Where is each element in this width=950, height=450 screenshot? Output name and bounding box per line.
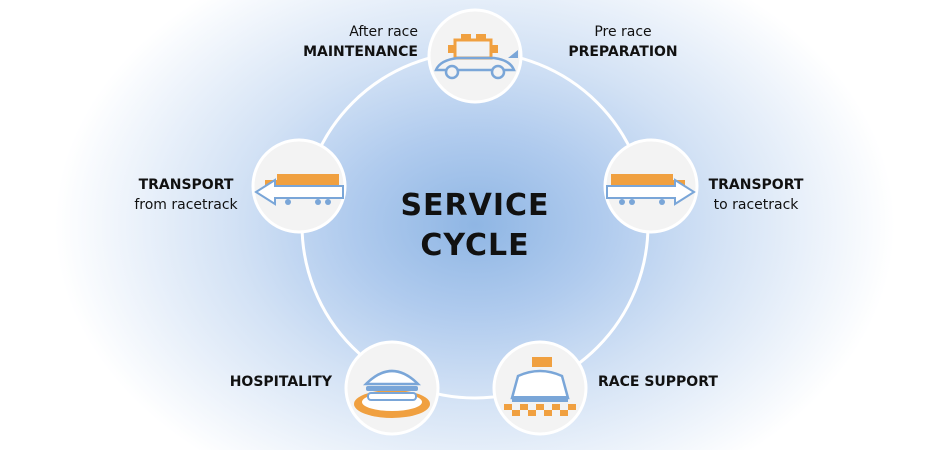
node-transport-from[interactable] xyxy=(251,138,347,234)
label-maintenance-small: After race xyxy=(349,24,418,40)
label-race-support-bold: RACE SUPPORT xyxy=(598,374,718,390)
race-car-icon xyxy=(504,357,576,416)
node-maintenance-preparation[interactable] xyxy=(427,8,523,104)
truck-icon xyxy=(254,174,344,206)
label-hospitality-bold: HOSPITALITY xyxy=(229,374,332,390)
car-engine-icon xyxy=(434,34,518,80)
truck-icon xyxy=(606,174,696,206)
label-preparation-bold: PREPARATION xyxy=(568,44,678,60)
label-transport-from-bold: TRANSPORT xyxy=(138,177,234,193)
node-circle-top xyxy=(427,8,523,104)
node-transport-to[interactable] xyxy=(603,138,699,234)
label-transport-from: TRANSPORT from racetrack xyxy=(128,175,244,215)
label-hospitality: HOSPITALITY xyxy=(200,372,332,392)
node-hospitality[interactable] xyxy=(344,340,440,436)
center-title-line2: CYCLE xyxy=(420,228,530,263)
center-title: SERVICE CYCLE xyxy=(355,186,595,266)
label-transport-to-small: to racetrack xyxy=(713,197,799,213)
label-transport-to: TRANSPORT to racetrack xyxy=(700,175,812,215)
burger-icon xyxy=(354,369,430,418)
label-maintenance-bold: MAINTENANCE xyxy=(303,44,418,60)
label-transport-from-small: from racetrack xyxy=(134,197,238,213)
node-race-support[interactable] xyxy=(492,340,588,436)
label-preparation: Pre race PREPARATION xyxy=(548,22,698,62)
label-race-support: RACE SUPPORT xyxy=(598,372,738,392)
label-transport-to-bold: TRANSPORT xyxy=(708,177,804,193)
label-maintenance: After race MAINTENANCE xyxy=(270,22,418,62)
center-title-line1: SERVICE xyxy=(400,188,550,223)
label-preparation-small: Pre race xyxy=(594,24,652,40)
